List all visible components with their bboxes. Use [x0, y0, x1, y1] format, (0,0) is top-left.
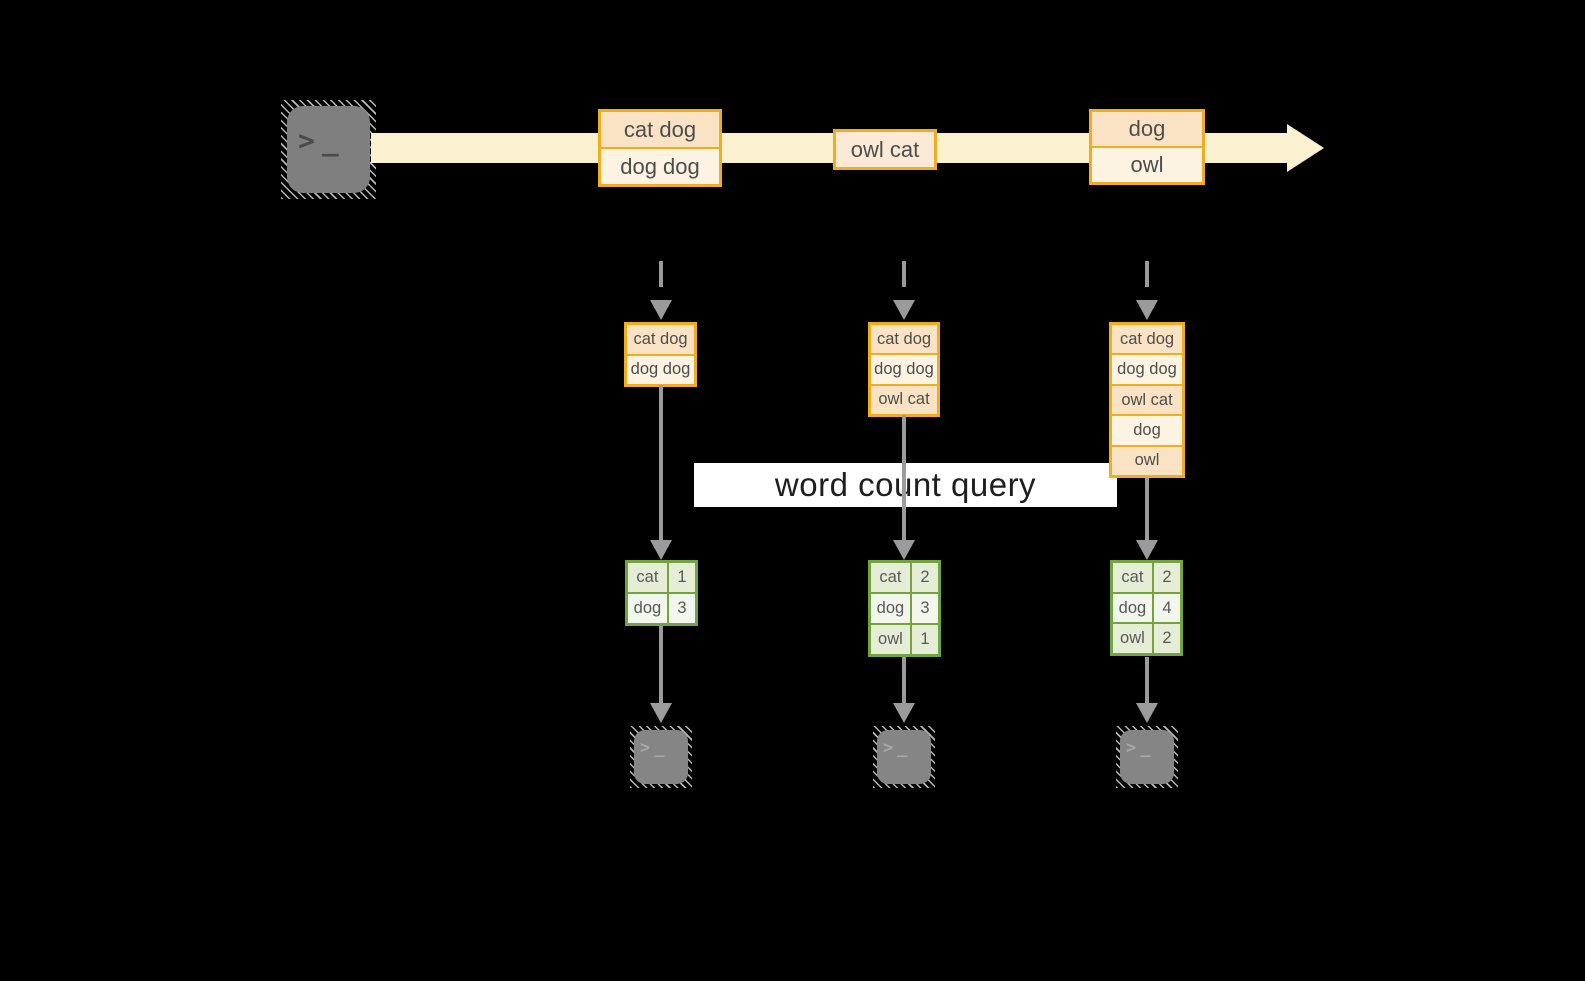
buffer-box-1: cat dog dog dog [624, 322, 697, 387]
count-word-cell: owl [1113, 624, 1154, 654]
terminal-icon-body [634, 730, 688, 784]
sink-terminal-icon-2: >_ [873, 726, 935, 788]
count-table-1: cat 1 dog 3 [625, 560, 698, 626]
count-value-cell: 4 [1153, 593, 1180, 623]
count-value-cell: 1 [911, 625, 938, 654]
count-row: owl 2 [1113, 622, 1180, 654]
dashed-arrow-head-2 [893, 300, 915, 320]
dashed-arrow-head-1 [650, 300, 672, 320]
count-word-cell: owl [871, 625, 912, 654]
stream-event-row: owl cat [836, 132, 934, 167]
source-terminal-icon: >_ [281, 100, 376, 199]
flow-arrowhead-output-3 [1136, 703, 1158, 723]
buffer-row: cat dog [871, 325, 937, 354]
terminal-prompt-glyph: >_ [640, 738, 665, 758]
buffer-row: dog [1112, 414, 1182, 445]
terminal-prompt-glyph: >_ [1126, 738, 1151, 758]
count-value-cell: 3 [668, 594, 695, 623]
count-row: dog 3 [871, 592, 938, 623]
flow-arrowhead-buffer-2 [893, 540, 915, 560]
count-word-cell: dog [1113, 593, 1154, 623]
count-value-cell: 3 [911, 594, 938, 623]
buffer-row: owl cat [871, 383, 937, 414]
flow-line-buffer-3 [1145, 476, 1149, 542]
count-row: cat 2 [1113, 563, 1180, 592]
count-table-3: cat 2 dog 4 owl 2 [1110, 560, 1183, 656]
count-word-cell: cat [1113, 563, 1154, 592]
count-value-cell: 2 [1153, 563, 1180, 592]
sink-terminal-icon-1: >_ [630, 726, 692, 788]
count-word-cell: cat [628, 563, 669, 592]
flow-line-output-2 [902, 657, 906, 705]
terminal-prompt-glyph: >_ [298, 124, 339, 157]
buffer-box-3: cat dog dog dog owl cat dog owl [1109, 322, 1185, 478]
buffer-row: owl [1112, 444, 1182, 476]
stream-event-box-3: dog owl [1089, 109, 1205, 185]
buffer-row: dog dog [627, 353, 694, 384]
stream-event-box-2: owl cat [833, 129, 937, 170]
stream-event-row: dog [1092, 112, 1202, 146]
terminal-cursor: _ [654, 738, 665, 758]
count-word-cell: dog [871, 594, 912, 623]
stream-event-box-1: cat dog dog dog [598, 109, 722, 187]
terminal-prompt: > [298, 124, 315, 157]
buffer-row: cat dog [1112, 325, 1182, 354]
flow-line-output-1 [659, 626, 663, 705]
count-row: dog 3 [628, 592, 695, 623]
count-row: dog 4 [1113, 591, 1180, 623]
dashed-arrow-shaft-2 [902, 261, 906, 287]
stream-event-row: owl [1092, 146, 1202, 182]
sink-terminal-icon-3: >_ [1116, 726, 1178, 788]
flow-arrowhead-buffer-3 [1136, 540, 1158, 560]
count-table-2: cat 2 dog 3 owl 1 [868, 560, 941, 657]
dashed-arrow-head-3 [1136, 300, 1158, 320]
flow-arrowhead-output-1 [650, 703, 672, 723]
terminal-prompt: > [883, 738, 894, 758]
stream-event-row: cat dog [601, 112, 719, 147]
buffer-box-2: cat dog dog dog owl cat [868, 322, 940, 417]
count-value-cell: 1 [668, 563, 695, 592]
terminal-prompt-glyph: >_ [883, 738, 908, 758]
flow-line-buffer-2 [902, 415, 906, 542]
stream-event-row: dog dog [601, 147, 719, 184]
terminal-icon-body [877, 730, 931, 784]
buffer-row: cat dog [627, 325, 694, 354]
dashed-arrow-shaft-3 [1145, 261, 1149, 287]
count-row: cat 1 [628, 563, 695, 592]
count-value-cell: 2 [911, 563, 938, 592]
terminal-prompt: > [640, 738, 651, 758]
buffer-row: dog dog [871, 353, 937, 384]
terminal-cursor: _ [897, 738, 908, 758]
terminal-prompt: > [1126, 738, 1137, 758]
flow-line-output-3 [1145, 657, 1149, 705]
count-word-cell: dog [628, 594, 669, 623]
buffer-row: dog dog [1112, 353, 1182, 384]
buffer-row: owl cat [1112, 383, 1182, 415]
count-word-cell: cat [871, 563, 912, 592]
terminal-icon-body [1120, 730, 1174, 784]
flow-arrowhead-buffer-1 [650, 540, 672, 560]
terminal-icon-body [287, 106, 370, 193]
count-value-cell: 2 [1153, 624, 1180, 654]
count-row: cat 2 [871, 563, 938, 592]
flow-arrowhead-output-2 [893, 703, 915, 723]
count-row: owl 1 [871, 623, 938, 654]
dashed-arrow-shaft-1 [659, 261, 663, 287]
terminal-cursor: _ [1140, 738, 1151, 758]
flow-line-buffer-1 [659, 385, 663, 542]
stream-arrowhead [1287, 124, 1324, 172]
terminal-cursor: _ [321, 124, 339, 157]
